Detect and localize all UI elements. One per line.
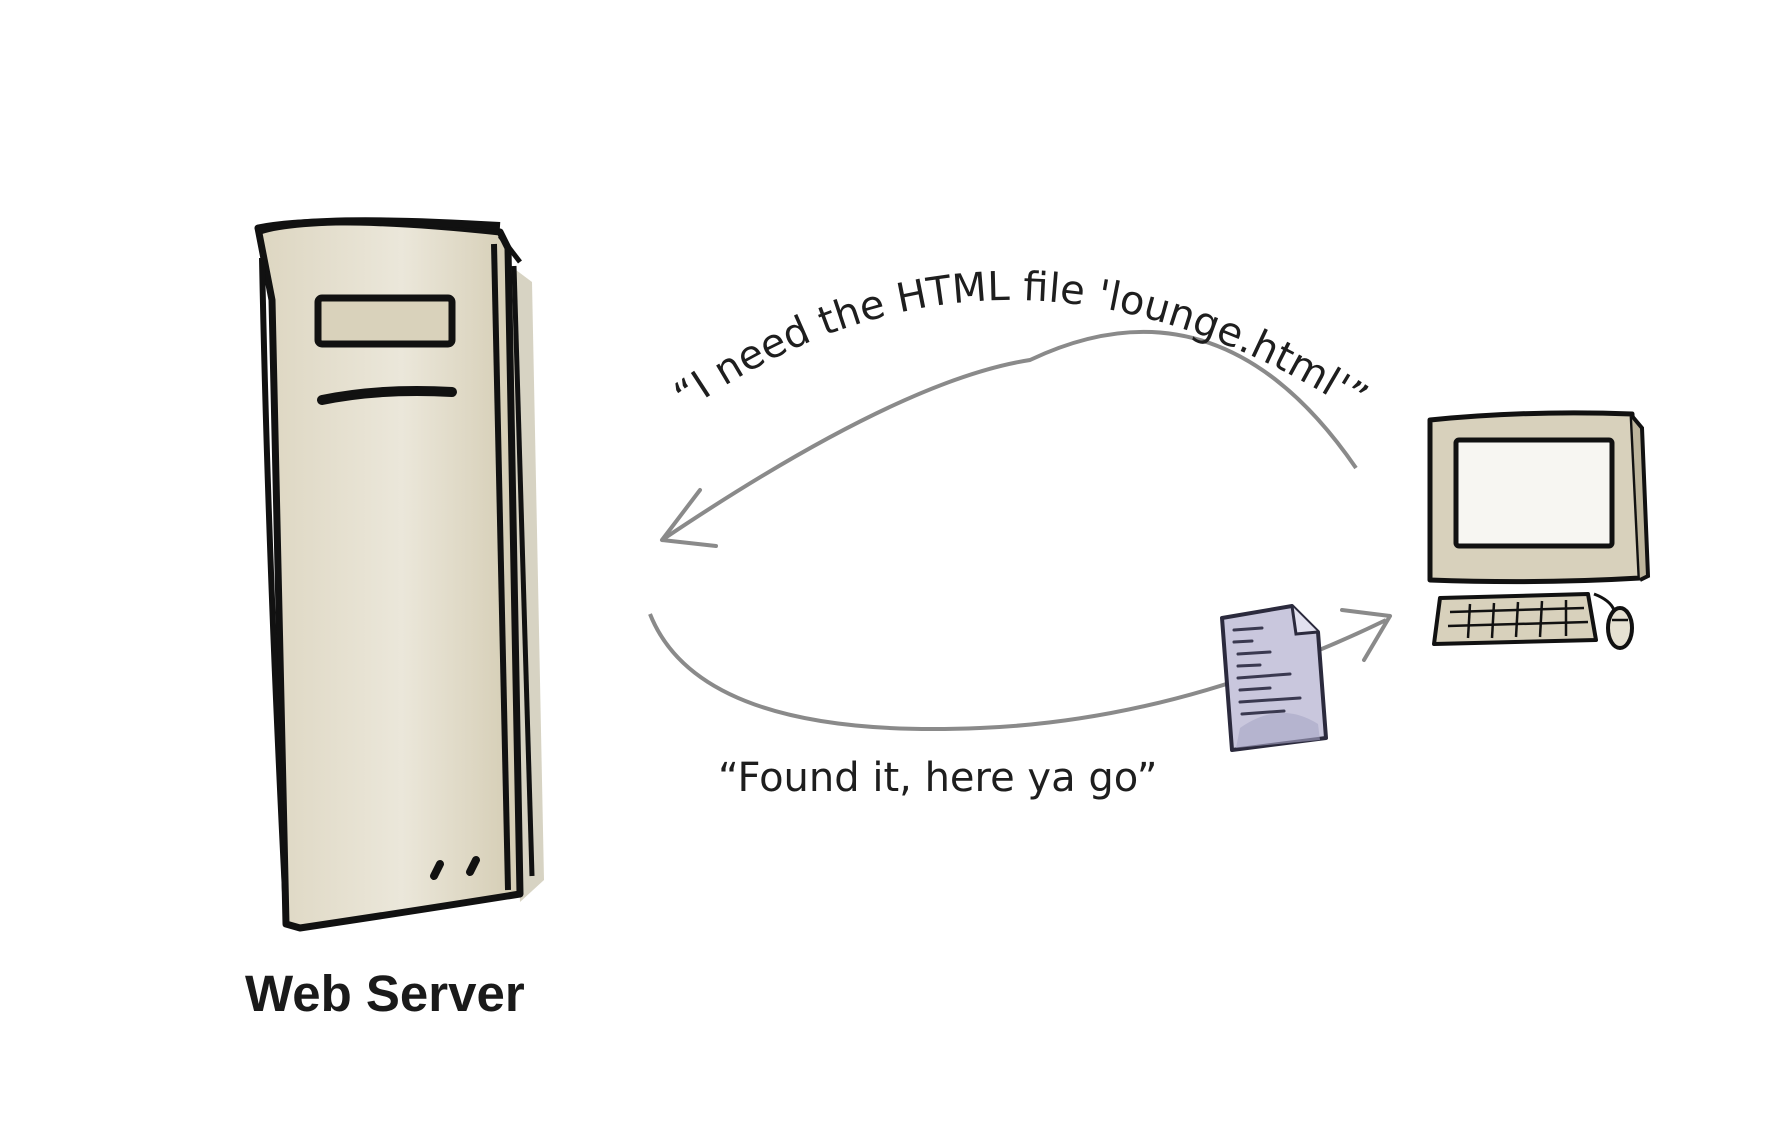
client-computer-icon [1427,410,1651,650]
response-speech-text: “Found it, here ya go” [718,755,1158,801]
request-arrow [660,330,1358,548]
server-label: Web Server [245,965,525,1022]
request-speech-text: “I need the HTML file 'lounge.html'” [666,264,1375,422]
html-document-icon [1220,604,1328,752]
web-server-icon [254,217,544,932]
